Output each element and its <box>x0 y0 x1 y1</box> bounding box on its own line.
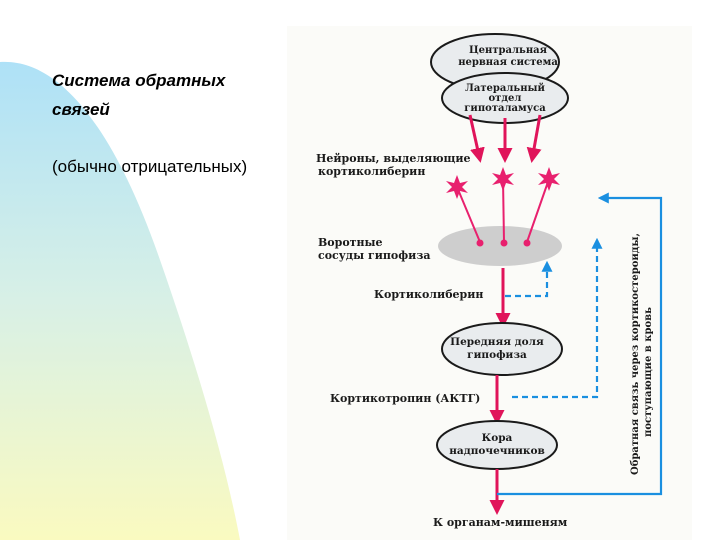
pituitary-node: Передняя доля гипофиза <box>441 322 563 376</box>
feedback-loop-line <box>497 192 663 496</box>
decorative-background <box>0 61 240 540</box>
pituitary-label-line1: Передняя доля <box>450 336 544 348</box>
portal-vessels-shape <box>438 226 562 266</box>
pituitary-label-line2: гипофиза <box>467 349 527 361</box>
adrenal-node: Кора надпочечников <box>436 420 558 470</box>
acth-dashed-arrow <box>512 237 603 399</box>
arrow-1 <box>468 114 485 163</box>
hypothalamus-to-neuron-arrows <box>468 114 542 163</box>
neuron-1 <box>446 175 484 247</box>
hypothalamus-node: Латеральный отдел гипоталамуса <box>441 72 569 124</box>
feedback-label-line2: поступающие в кровь <box>643 307 654 437</box>
neuron-3 <box>523 167 560 247</box>
neurons-label-line1: Нейроны, выделяющие <box>316 152 471 165</box>
crh-dashed-arrow <box>505 260 553 298</box>
portal-label-line1: Воротные <box>318 236 383 249</box>
cns-label-line1: Центральная <box>469 45 548 56</box>
adrenal-label-line1: Кора <box>482 432 513 444</box>
slide-subtitle: (обычно отрицательных) <box>52 157 248 176</box>
neurons <box>446 167 560 247</box>
cns-label-line2: нервная система <box>458 57 558 68</box>
neuron-2 <box>492 167 514 247</box>
target-organs-label: К органам-мишеням <box>433 516 568 529</box>
crh-label: Кортиколиберин <box>374 288 483 301</box>
feedback-label: Обратная связь через кортикостероиды, по… <box>630 233 654 475</box>
hypothalamus-label-line1: Латеральный <box>465 83 546 94</box>
neurons-label-line2: кортиколиберин <box>318 165 425 178</box>
adrenal-label-line2: надпочечников <box>449 445 545 457</box>
feedback-label-line1: Обратная связь через кортикостероиды, <box>630 233 641 475</box>
slide-title: Система обратных связей <box>52 71 226 119</box>
arrow-3 <box>526 114 542 163</box>
portal-label-line2: сосуды гипофиза <box>318 249 430 262</box>
slide-text-block: Система обратных связей (обычно отрицате… <box>52 66 282 181</box>
hypothalamus-label-line3: гипоталамуса <box>464 103 546 114</box>
acth-label: Кортикотропин (АКТГ) <box>330 392 480 405</box>
hypothalamus-label-line2: отдел <box>489 93 522 104</box>
